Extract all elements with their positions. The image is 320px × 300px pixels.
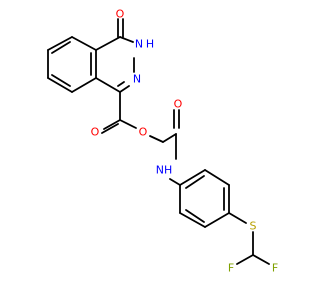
amide-nh-label: NH — [156, 164, 173, 177]
ester-oxygen-label: O — [139, 126, 148, 139]
ester-carbonyl-oxygen-label: O — [91, 126, 100, 139]
ring-nitrogen-label: N — [133, 73, 141, 86]
molecular-structure: O H N N O O O NH S F F — [47, 8, 279, 275]
atom-labels: O H N N O O O NH S F F — [91, 8, 279, 275]
ring-nh-nitrogen-label: N — [135, 38, 143, 51]
fluorine-label-left: F — [228, 262, 234, 275]
bond-lines — [47, 18, 270, 265]
ketone-oxygen-label: O — [116, 8, 125, 21]
fluorine-label-right: F — [272, 262, 278, 275]
sulfur-label: S — [250, 220, 257, 233]
amide-oxygen-label: O — [174, 98, 183, 111]
ring-nh-hydrogen-label: H — [146, 38, 154, 51]
